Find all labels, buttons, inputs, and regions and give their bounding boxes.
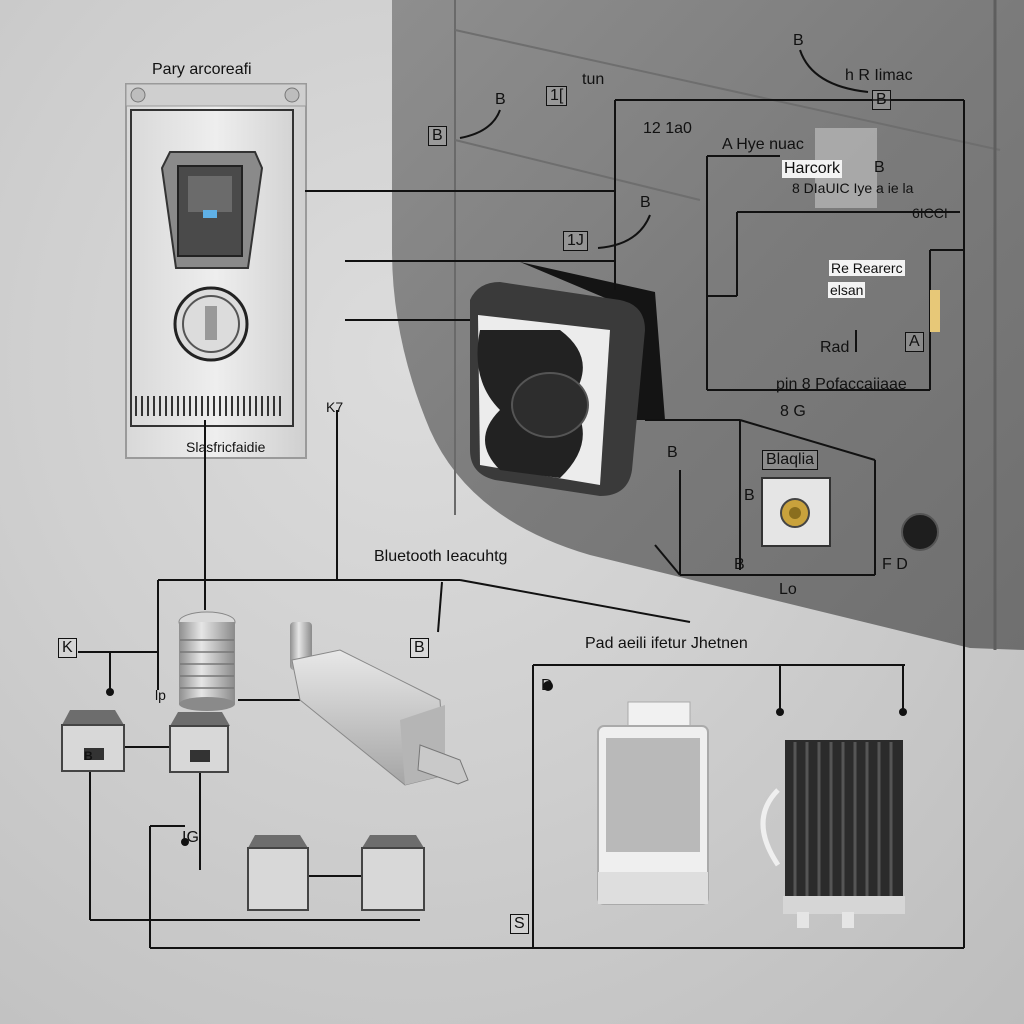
top-right-a-label: h R Iimac <box>845 67 913 84</box>
fd-label: F D <box>882 556 908 573</box>
power-button-icon <box>901 513 939 551</box>
d-mark-label: D <box>541 677 553 694</box>
b-mid2-label: B <box>667 444 678 461</box>
bot-b-label: B <box>734 556 745 573</box>
camera-module <box>470 262 665 496</box>
gcci-label: 6ICCI <box>912 205 948 221</box>
control-panel <box>125 83 307 459</box>
b8-label: 8 G <box>780 403 806 420</box>
connector-port <box>761 477 831 547</box>
a-hye-label: A Hye nuac <box>722 136 804 153</box>
panel-bottom-label: Slasfricfaidie <box>186 439 266 455</box>
a-mark-label: A <box>905 332 924 352</box>
hlarcork-b-label: B <box>874 159 885 176</box>
b-dlauc-label: 8 DIaUIC Iye a ie la <box>792 180 914 196</box>
indicator-strip <box>930 290 940 332</box>
mark-b2-label: B <box>872 90 891 110</box>
mark-b-label: B <box>793 32 804 49</box>
relay-module <box>597 701 709 905</box>
wiring <box>78 49 965 949</box>
b-small-label: B <box>495 91 506 108</box>
lo-label: Lo <box>779 581 797 598</box>
metal-actuator <box>290 622 469 786</box>
heatsink-module <box>760 740 905 928</box>
cylinder-component <box>178 611 236 711</box>
b-mid-label: B <box>640 194 651 211</box>
panel-top-label: Pary arcoreafi <box>152 61 252 78</box>
elsat-label: elsan <box>828 282 866 298</box>
pad-label: Pad aeili ifetur Jhetnen <box>585 635 748 652</box>
l3-mark-label: 1J <box>563 231 588 251</box>
b-left-box-label: B <box>428 126 447 146</box>
hlarcork-label: Harcork <box>782 160 843 178</box>
rad-label: Rad <box>820 339 850 356</box>
box1-code-label: B <box>84 749 93 763</box>
p-mark-label: lp <box>155 687 166 703</box>
pin-b-label: pin 8 Pofaccaiiaae <box>776 376 907 393</box>
bluetooth-label: Bluetooth Ieacuhtg <box>374 548 508 565</box>
wiring-terminals <box>106 681 907 846</box>
blaon-label: Blaqlia <box>762 450 819 470</box>
b-port-label: B <box>744 487 755 504</box>
mark-18-label: 1[ <box>546 86 568 106</box>
ic-mark-label: IG <box>182 829 199 846</box>
beq-label: Re Rearerc <box>829 260 905 276</box>
k-left-label: K <box>58 638 77 658</box>
module-boxes <box>61 710 425 911</box>
num-12-label: 12 1a0 <box>643 120 692 137</box>
tun-label: tun <box>582 71 605 88</box>
b28-label: B <box>410 638 429 658</box>
k7-label: K7 <box>326 399 344 415</box>
s-mark-label: S <box>510 914 529 934</box>
